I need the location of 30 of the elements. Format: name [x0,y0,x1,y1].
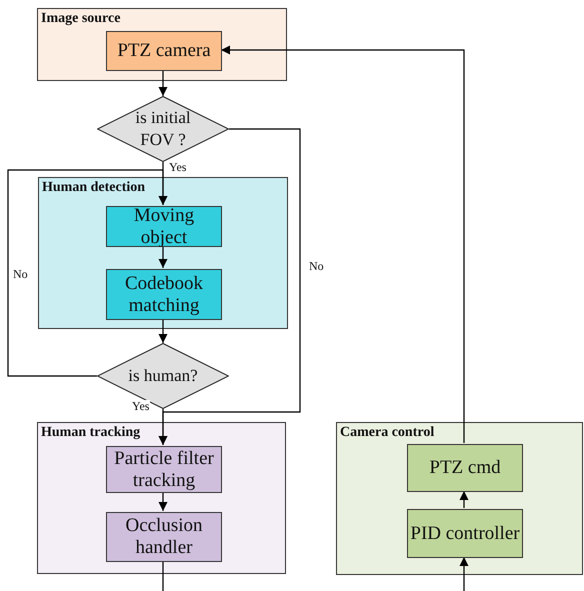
edge-label: Yes [131,400,150,414]
process-box: Codebook matching [106,269,222,320]
process-box: PTZ cmd [407,444,523,492]
group-heading: Human tracking [41,425,140,441]
group-heading: Human detection [42,180,146,196]
process-box: Moving object [106,206,222,247]
arrow [158,492,168,511]
process-box: PID controller [407,509,523,558]
group-heading: Image source [41,11,120,27]
decision-diamond: is initial FOV ? [97,96,229,162]
group-panel [336,422,583,575]
process-box: Occlusion handler [106,512,222,562]
arrow [158,246,168,268]
group-heading: Camera control [340,425,434,441]
arrow [460,491,468,508]
arrow [7,169,168,377]
arrow [460,557,468,591]
arrow [158,70,168,96]
edge-label: Yes [168,161,188,174]
arrow [158,319,168,343]
arrow [158,128,301,445]
edge-label: No [308,260,325,274]
group-panel [37,422,286,574]
process-box: PTZ camera [106,31,222,71]
process-box: Particle filter tracking [106,446,222,493]
group-panel [38,177,288,329]
edge-label: No [12,268,29,282]
connector-line [162,561,164,591]
arrow [221,46,465,443]
group-panel [37,8,287,81]
